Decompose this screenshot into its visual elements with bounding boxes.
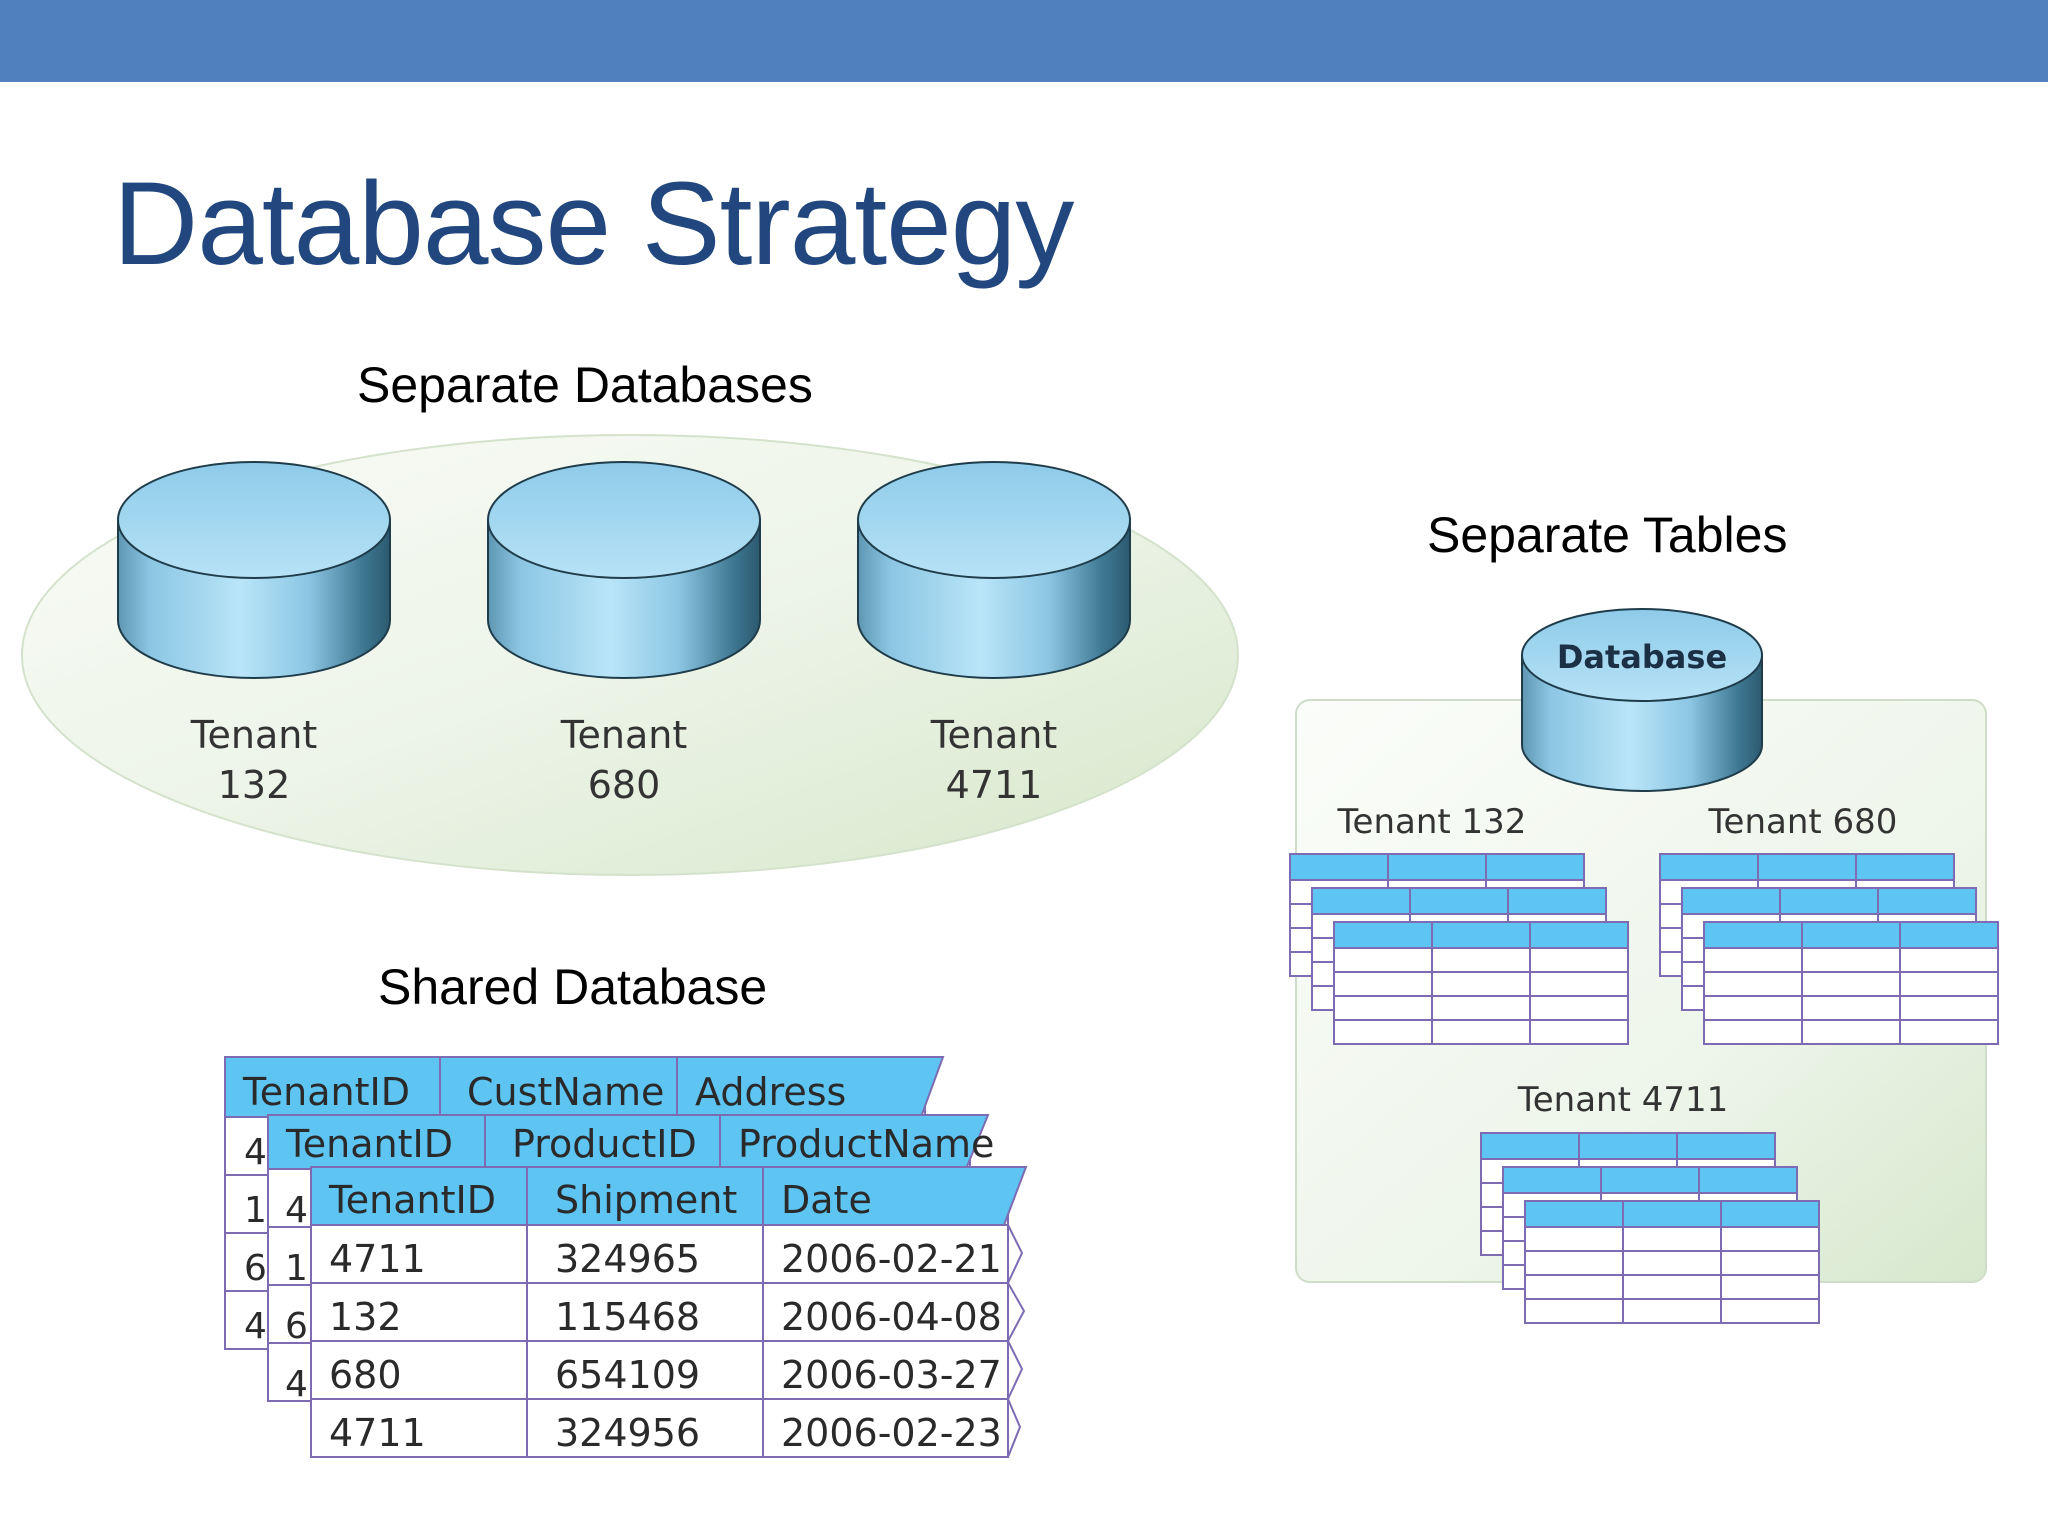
tenant-id: 4711: [946, 763, 1043, 807]
cell-text: 115468: [555, 1295, 700, 1339]
cell-text: 4: [285, 1364, 308, 1405]
shared-database-label: Shared Database: [378, 959, 768, 1015]
tenant-680-database-icon: [487, 461, 761, 679]
cell-text: 654109: [555, 1353, 700, 1397]
tenant-4711-label: Tenant 4711: [1517, 1080, 1729, 1120]
cell-text: 324965: [555, 1237, 700, 1281]
column-header: Address: [695, 1070, 846, 1114]
cell-text: 4711: [329, 1237, 426, 1281]
cell-text: 2006-04-08: [781, 1295, 1002, 1339]
mini-table-icon: [1333, 921, 1629, 1045]
column-header: TenantID: [328, 1178, 496, 1222]
mini-table-icon: [1524, 1200, 1820, 1324]
tenant-id: 680: [588, 763, 661, 807]
tenant-132-database-icon: [117, 461, 391, 679]
mini-table-icon: [1703, 921, 1999, 1045]
column-header: TenantID: [242, 1070, 410, 1114]
cell-text: 6: [244, 1248, 267, 1289]
cell-text: 4711: [329, 1411, 426, 1455]
cell-text: 4: [285, 1190, 308, 1231]
database-label: Database: [1557, 638, 1727, 676]
tenant-id: 132: [218, 763, 291, 807]
cell-text: 2006-02-21: [781, 1237, 1002, 1281]
column-header: CustName: [467, 1070, 664, 1114]
shared-database-icon: [1521, 608, 1763, 792]
separate-databases-label: Separate Databases: [357, 357, 813, 413]
column-header: ProductName: [738, 1122, 994, 1166]
column-header: Shipment: [555, 1178, 737, 1222]
cell-text: 2006-03-27: [781, 1353, 1002, 1397]
cell-text: 132: [329, 1295, 402, 1339]
tenant-132-label: Tenant 132: [1337, 802, 1527, 842]
cell-text: 324956: [555, 1411, 700, 1455]
column-header: TenantID: [285, 1122, 453, 1166]
cell-text: 680: [329, 1353, 402, 1397]
torn-edge: [995, 1224, 1026, 1458]
tenant-label: Tenant: [190, 713, 318, 757]
tenant-label: Tenant: [930, 713, 1058, 757]
table-stacks: [1289, 853, 1999, 1324]
column-header: ProductID: [512, 1122, 697, 1166]
cell-text: 1: [244, 1190, 267, 1231]
column-header: Date: [781, 1178, 872, 1222]
cell-text: 6: [285, 1306, 308, 1347]
tenant-4711-database-icon: [857, 461, 1131, 679]
tenant-680-label: Tenant 680: [1708, 802, 1898, 842]
cell-text: 2006-02-23: [781, 1411, 1002, 1455]
separate-tables-label: Separate Tables: [1427, 507, 1788, 563]
cell-text: 1: [285, 1248, 308, 1289]
shipments-table: TenantID Shipment Date 4711 324965 2006-02-21…: [310, 1166, 1028, 1458]
slide-title: Database Strategy: [113, 158, 1074, 290]
cell-text: 4: [244, 1132, 267, 1173]
slide-top-bar: [0, 0, 2048, 82]
tenant-label: Tenant: [560, 713, 688, 757]
cell-text: 4: [244, 1306, 267, 1347]
